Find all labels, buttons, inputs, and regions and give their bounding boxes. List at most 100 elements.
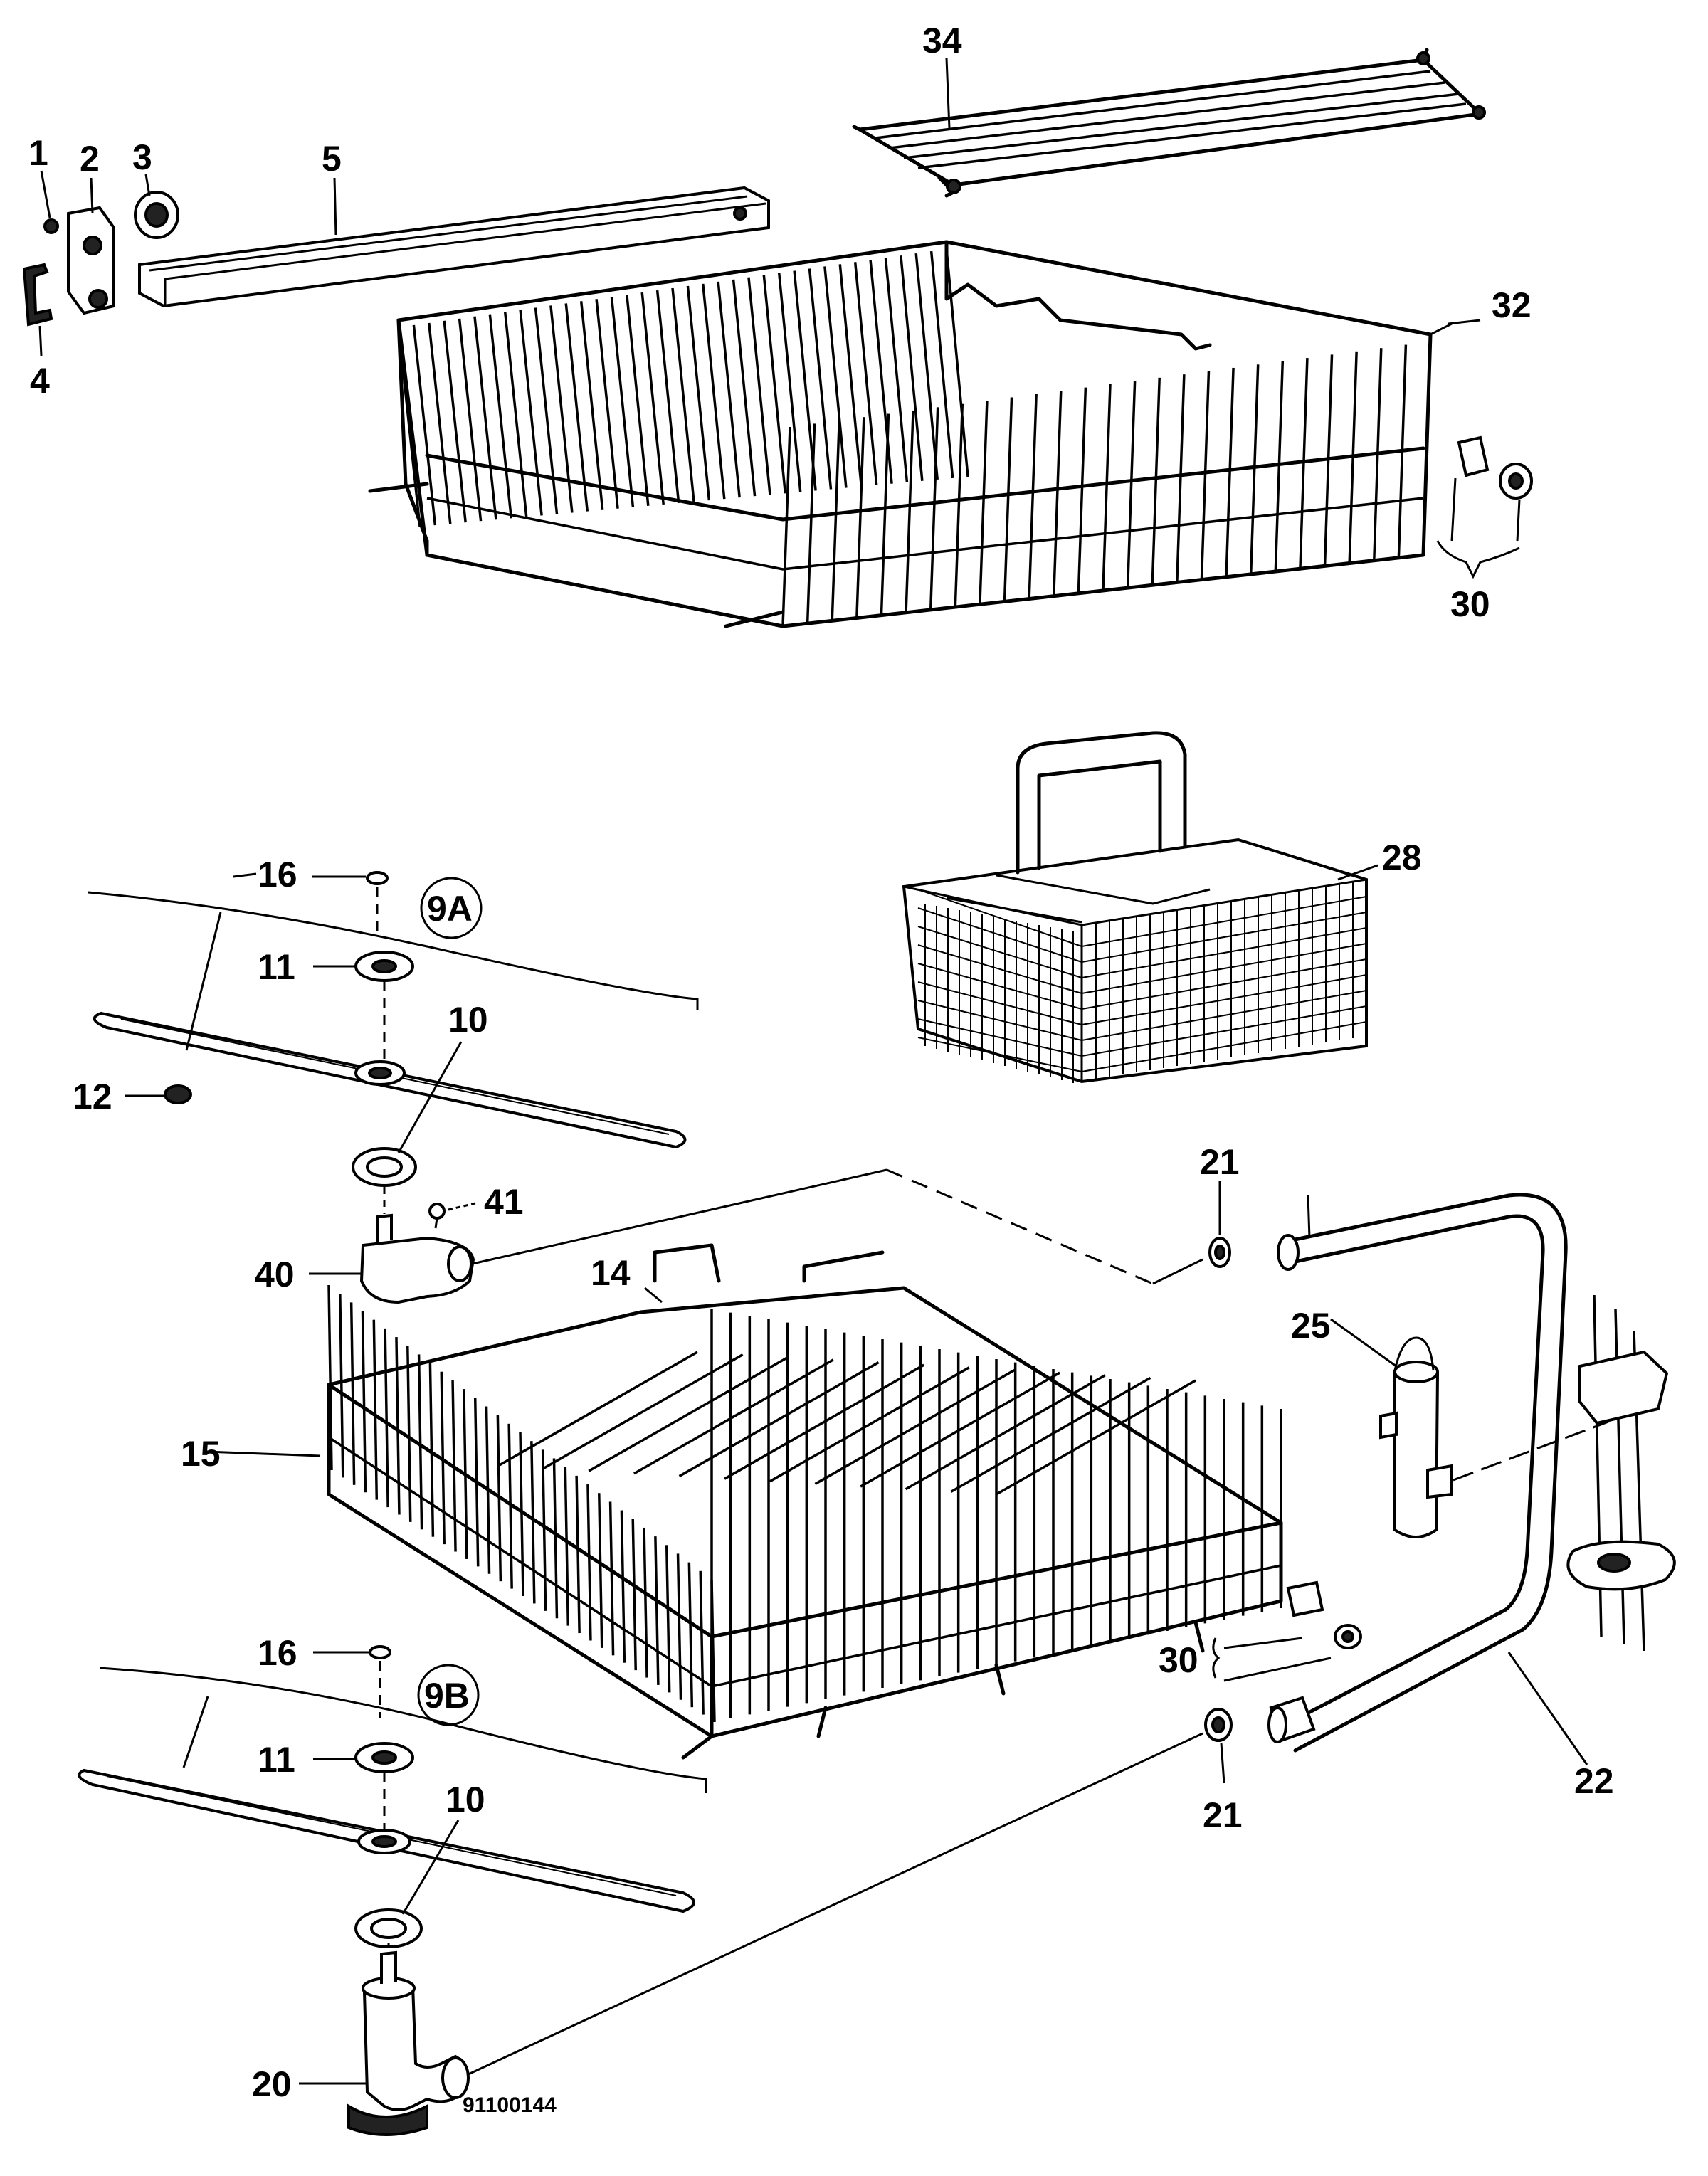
part-2-bracket	[67, 177, 115, 315]
basket-wire	[954, 403, 964, 608]
basket-wire	[831, 420, 840, 621]
cutlery-grid-line	[917, 889, 1082, 947]
callout-11-lower: 11	[258, 1740, 295, 1780]
basket-wire	[440, 1371, 446, 1545]
basket-wire	[507, 1423, 513, 1589]
callout-28: 28	[1382, 838, 1422, 877]
part-34-shelf-rack	[852, 48, 1486, 198]
callout-1: 1	[28, 133, 48, 173]
basket-wire	[769, 1366, 970, 1483]
basket-wire	[485, 1406, 491, 1574]
part-11-upper-nut	[313, 951, 414, 1065]
basket-wire	[451, 1380, 457, 1552]
basket-wire	[564, 303, 589, 512]
basket-wire	[905, 1374, 1106, 1491]
basket-wire	[579, 301, 604, 510]
side-support-frame	[1566, 1294, 1676, 1652]
basket-wire	[702, 283, 726, 500]
basket-wire	[900, 255, 924, 481]
basket-wire	[417, 1354, 423, 1530]
basket-wire	[588, 1356, 789, 1472]
basket-wire	[541, 1449, 547, 1611]
basket-wire	[686, 285, 711, 501]
cutlery-grid-line	[1081, 927, 1367, 978]
basket-wire	[463, 1389, 468, 1559]
cutlery-grid-line	[1081, 990, 1367, 1041]
callout-16-lower: 16	[258, 1633, 297, 1673]
part-30-bottom-wheel-assembly	[1212, 1580, 1362, 1682]
basket-wire	[631, 1519, 637, 1671]
basket-wire	[762, 275, 787, 494]
basket-wire	[654, 1536, 660, 1685]
callout-2: 2	[80, 139, 100, 179]
basket-wire	[905, 410, 914, 613]
callout-40: 40	[255, 1255, 295, 1294]
part-4-clip	[22, 263, 53, 356]
part-21-lower-washer	[1204, 1708, 1233, 1784]
basket-wire	[372, 1319, 379, 1500]
basket-wire	[339, 1294, 344, 1478]
basket-wire	[884, 258, 909, 482]
basket-wire	[1151, 377, 1161, 586]
cutlery-grid-line	[917, 981, 1082, 1025]
basket-wire	[747, 277, 771, 495]
basket-wire	[384, 1328, 389, 1508]
basket-wire	[428, 322, 452, 524]
callout-9b: 9B	[424, 1676, 470, 1716]
callout-16-upper: 16	[258, 855, 297, 894]
basket-wire	[361, 1311, 367, 1493]
basket-wire	[608, 1501, 615, 1656]
basket-wire	[732, 279, 757, 497]
basket-wire	[1102, 384, 1112, 591]
basket-wire	[1397, 344, 1408, 558]
cutlery-grid-line	[917, 944, 1082, 994]
part-15-lower-basket	[206, 1243, 1283, 1760]
basket-wire	[1053, 391, 1063, 596]
callout-30-bottom: 30	[1159, 1640, 1198, 1680]
callout-9a: 9A	[427, 889, 473, 929]
basket-wire	[929, 250, 954, 479]
basket-wire	[595, 299, 619, 509]
cutlery-grid-line	[1081, 974, 1367, 1025]
basket-wire	[717, 281, 741, 498]
basket-wire	[687, 1562, 694, 1708]
cutlery-grid-line	[917, 963, 1082, 1010]
basket-wire	[724, 1363, 925, 1480]
basket-wire	[665, 1545, 671, 1693]
callout-14: 14	[591, 1253, 631, 1293]
basket-wire	[929, 407, 939, 610]
part-9a-upper-spray-arm	[88, 872, 699, 1149]
basket-wire	[406, 1346, 412, 1522]
part-20-lower-spray-support	[299, 1732, 1203, 2136]
basket-wire	[575, 1475, 581, 1634]
basket-wire	[552, 1458, 559, 1619]
callout-25: 25	[1291, 1306, 1331, 1346]
callout-12: 12	[73, 1077, 112, 1116]
basket-wire	[473, 316, 497, 520]
part-3-wheel	[134, 174, 179, 239]
basket-wire	[327, 1284, 333, 1471]
part-9b-lower-spray-arm	[78, 1667, 707, 1913]
part-11-lower-nut	[313, 1742, 414, 1832]
basket-wire	[496, 1415, 502, 1582]
basket-wire	[640, 292, 665, 505]
basket-wire	[1348, 351, 1358, 564]
basket-wire	[699, 1570, 705, 1715]
basket-wire	[838, 264, 863, 487]
basket-wire	[349, 1302, 356, 1485]
basket-wire	[853, 262, 878, 485]
cutlery-grid-line	[917, 907, 1082, 963]
part-10-upper-seal	[352, 1041, 463, 1187]
callout-9a-circle	[420, 877, 483, 939]
callout-32: 32	[1492, 285, 1532, 325]
callout-30-top: 30	[1450, 584, 1490, 624]
cutlery-grid-line	[1081, 896, 1367, 947]
basket-wire	[814, 1368, 1016, 1485]
part-28-cutlery-basket	[902, 731, 1378, 1084]
cutlery-grid-line	[1081, 912, 1367, 963]
basket-wire	[412, 324, 437, 526]
basket-wire	[1028, 394, 1038, 599]
basket-wire	[598, 1493, 603, 1648]
callout-22: 22	[1574, 1761, 1614, 1801]
